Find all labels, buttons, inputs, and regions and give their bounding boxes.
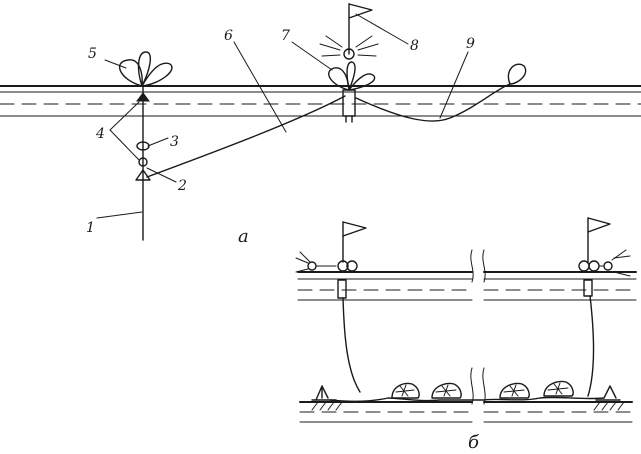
knot-bottom-icon <box>135 169 151 181</box>
left-marker-buoy-b <box>295 221 367 299</box>
end-loop-icon <box>507 63 527 85</box>
left-buoy-assembly <box>118 51 173 241</box>
rope-9 <box>355 83 511 122</box>
right-downline <box>587 295 595 397</box>
water-surface-b <box>297 271 637 301</box>
leader-lines-a <box>96 59 177 219</box>
ground-line <box>329 396 605 403</box>
anchor-left-icon <box>311 385 337 401</box>
seabed <box>299 401 633 423</box>
right-marker-buoy-b <box>578 217 631 297</box>
flag-icon <box>348 3 373 19</box>
label-2: 2 <box>177 178 187 194</box>
trap-right-1-icon <box>499 382 530 399</box>
subfigure-a: 1 2 3 4 5 6 7 8 9 а <box>0 3 641 247</box>
subfigure-label-a: а <box>238 226 249 247</box>
label-1: 1 <box>86 220 95 236</box>
flag-icon <box>587 217 611 233</box>
label-5: 5 <box>88 46 97 62</box>
float-lobes-icon <box>118 51 173 87</box>
ring-icon <box>138 157 148 167</box>
light-rays-icon <box>319 35 379 60</box>
subfigure-label-b: б <box>468 432 480 453</box>
trap-right-2-icon <box>543 380 574 397</box>
trap-left-1-icon <box>391 382 420 399</box>
left-downline <box>342 297 361 393</box>
label-9: 9 <box>466 36 475 52</box>
main-line-6 <box>146 95 346 178</box>
label-7: 7 <box>281 28 290 44</box>
label-3: 3 <box>170 134 179 150</box>
label-8: 8 <box>410 38 419 54</box>
light-rays-icon <box>599 249 631 277</box>
water-surface-a <box>0 85 641 117</box>
label-4: 4 <box>95 126 105 142</box>
light-rays-icon <box>295 251 337 273</box>
trap-left-2-icon <box>431 382 462 399</box>
label-6: 6 <box>224 28 233 44</box>
knot-top-icon <box>136 92 150 102</box>
break-marks <box>470 249 486 405</box>
center-marker-buoy <box>319 3 379 123</box>
anchor-right-icon <box>595 385 621 401</box>
flag-icon <box>342 221 367 237</box>
subfigure-b: б <box>295 217 637 453</box>
